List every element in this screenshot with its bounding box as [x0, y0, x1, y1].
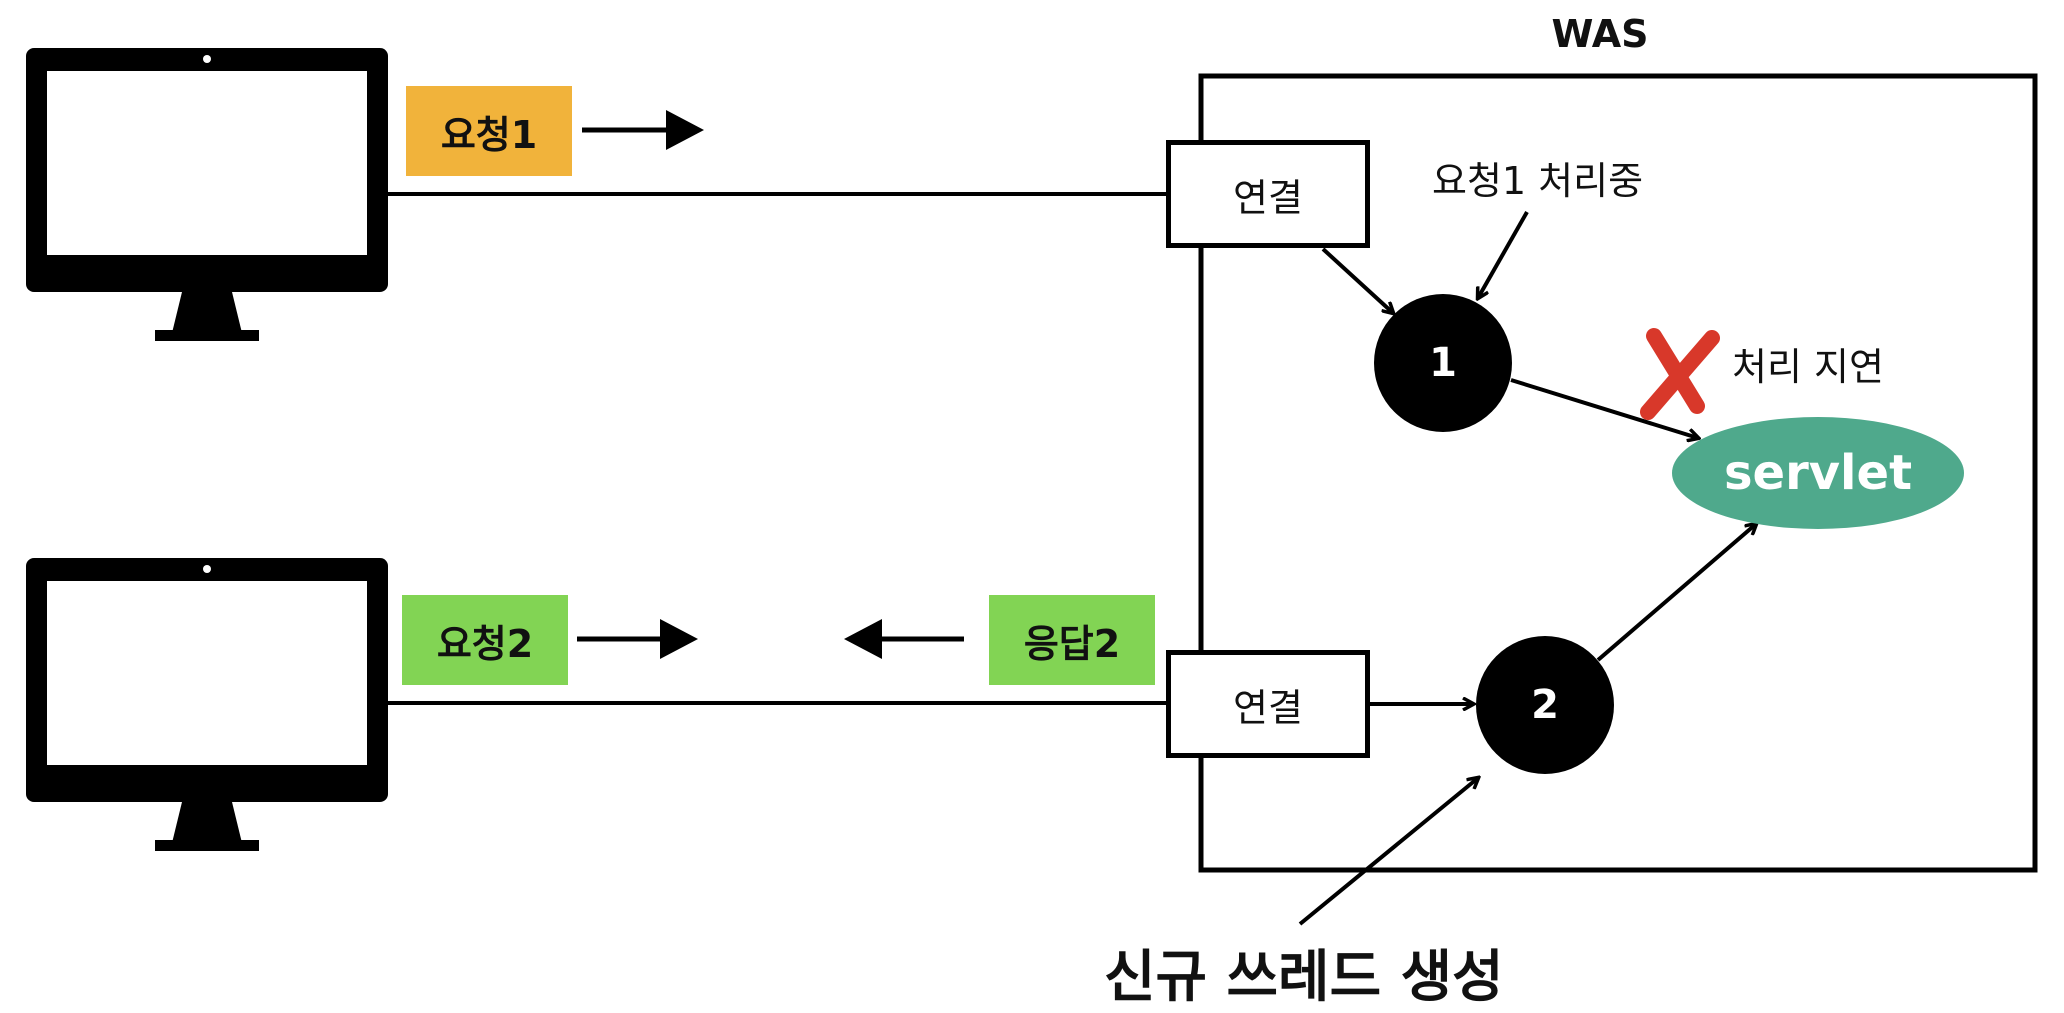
connection-box: 연결: [1166, 140, 1370, 248]
request-1-label: 요청1: [406, 86, 572, 176]
processing-note: 요청1 처리중: [1432, 159, 1644, 203]
connection-box: 연결: [1166, 650, 1370, 758]
new-thread-note: 신규 쓰레드 생성: [1104, 945, 1504, 1010]
computer-monitor-icon: [26, 558, 388, 851]
note-pointer-arrow: [1478, 211, 1529, 298]
thread-to-servlet-arrow: [1510, 378, 1698, 438]
dispatch-arrow: [1321, 247, 1393, 313]
thread-node: [1374, 294, 1512, 432]
computer-monitor-icon: [26, 48, 388, 341]
thread-1-label: 1: [1429, 340, 1457, 386]
servlet-label: servlet: [1723, 445, 1913, 501]
request-arrow-icon: [577, 619, 698, 659]
request-2-label: 요청2: [402, 595, 568, 685]
response-arrow-icon: [844, 619, 964, 659]
delay-note: 처리 지연: [1732, 345, 1884, 389]
x-mark-icon: [1640, 328, 1720, 420]
was-title: WAS: [1551, 12, 1649, 56]
request-arrow-icon: [582, 110, 704, 150]
thread-2-label: 2: [1531, 682, 1559, 728]
thread-to-servlet-arrow: [1596, 524, 1756, 662]
was-container: [1198, 73, 2038, 873]
thread-node: [1476, 636, 1614, 774]
servlet-node: [1672, 417, 1964, 529]
note-pointer-arrow: [1298, 778, 1478, 926]
response-2-label: 응답2: [989, 595, 1155, 685]
